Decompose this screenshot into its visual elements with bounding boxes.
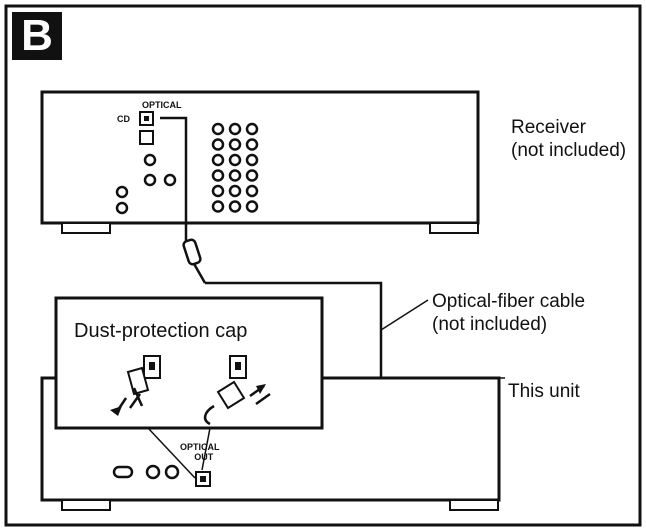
receiver-line1: Receiver [511, 117, 586, 138]
section-badge: B [12, 12, 62, 60]
receiver-jack [228, 122, 242, 136]
this-unit-label: This unit [508, 381, 580, 402]
receiver-jack [228, 138, 242, 151]
receiver-jack [245, 169, 259, 182]
receiver-jack [228, 153, 242, 167]
cable-label: Optical-fiber cable (not included) [432, 290, 585, 336]
receiver-label: Receiver (not included) [511, 116, 626, 162]
receiver-device [40, 90, 480, 234]
optical-out-line2: OUT [194, 452, 214, 462]
receiver-jack [211, 184, 225, 198]
receiver-jack [211, 169, 225, 182]
ac-inlet [112, 465, 134, 479]
cd-label: CD [117, 114, 130, 124]
optical-out-label: OPTICAL OUT [180, 442, 220, 462]
receiver-jack-grid [211, 122, 259, 213]
receiver-jack [245, 153, 259, 167]
receiver-jack [245, 138, 259, 151]
receiver-jack [211, 138, 225, 151]
receiver-line2: (not included) [511, 140, 627, 161]
receiver-jack [211, 153, 225, 167]
optical-in-label: OPTICAL [142, 100, 182, 110]
cable-line1: Optical-fiber cable [432, 291, 586, 312]
cable-plug-upper [182, 238, 202, 266]
optical-out-line1: OPTICAL [180, 442, 220, 452]
receiver-jack [211, 122, 225, 136]
receiver-jack [245, 184, 259, 198]
receiver-jack [245, 122, 259, 136]
receiver-jack [228, 184, 242, 198]
dust-cap-label: Dust-protection cap [74, 320, 248, 342]
dust-cap-inset [54, 296, 324, 479]
receiver-jack [211, 200, 225, 213]
cable-line2: (not included) [432, 314, 548, 335]
receiver-jack [228, 200, 242, 213]
receiver-jack [245, 200, 259, 213]
receiver-jack [228, 169, 242, 182]
